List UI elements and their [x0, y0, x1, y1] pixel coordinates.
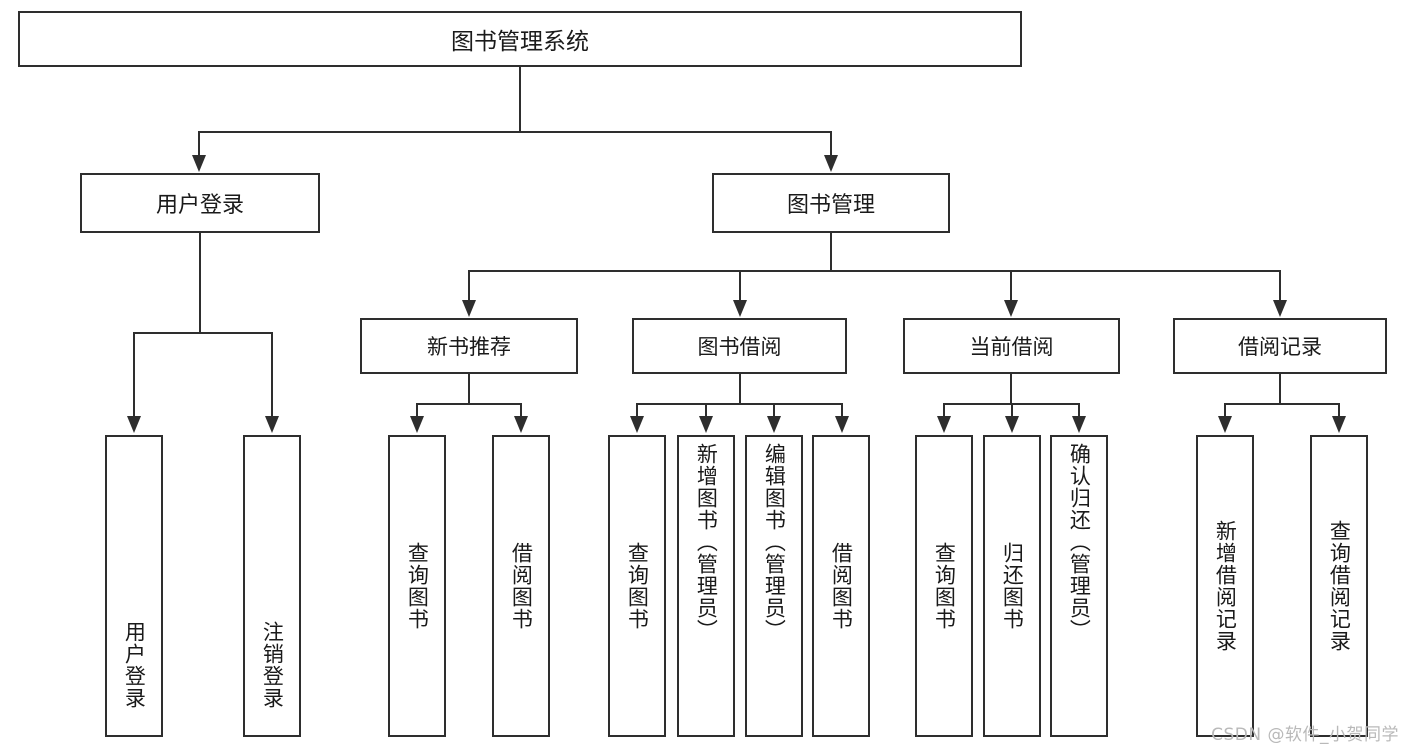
connector-root-to-user-login [198, 131, 200, 157]
connector-br-to-leaf-2 [1338, 403, 1340, 418]
connector-bb-to-leaf-2 [705, 403, 707, 418]
connector-borrow-books-stem [739, 374, 741, 404]
arrow-cb-to-leaf-3 [1072, 416, 1086, 433]
connector-book-management-stem [830, 233, 832, 271]
leaf-query-books-new[interactable]: 查询图书 [388, 435, 446, 737]
arrow-root-to-user-login [192, 155, 206, 172]
node-root-book-management-system[interactable]: 图书管理系统 [18, 11, 1022, 67]
node-label: 当前借阅 [969, 335, 1054, 359]
connector-user-login-stem [199, 233, 201, 333]
arrow-bb-to-leaf-3 [767, 416, 781, 433]
arrow-bb-to-leaf-4 [835, 416, 849, 433]
arrow-bb-to-leaf-2 [699, 416, 713, 433]
leaf-label: 查询图书 [932, 542, 957, 630]
node-label: 借阅记录 [1238, 335, 1322, 359]
leaf-add-book-admin[interactable]: 新增图书（管理员） [677, 435, 735, 737]
leaf-query-books-borrow[interactable]: 查询图书 [608, 435, 666, 737]
leaf-label: 编辑图书（管理员） [762, 443, 787, 641]
node-borrowing-records[interactable]: 借阅记录 [1173, 318, 1387, 374]
connector-user-login-to-leaf-2 [271, 332, 273, 418]
node-label: 图书管理 [786, 193, 875, 218]
arrow-user-login-to-leaf-2 [265, 416, 279, 433]
connector-book-management-bus [468, 270, 1280, 272]
connector-root-bus [198, 131, 831, 133]
leaf-user-login[interactable]: 用户登录 [105, 435, 163, 737]
leaf-label: 注销登录 [260, 621, 285, 709]
leaf-confirm-return-admin[interactable]: 确认归还（管理员） [1050, 435, 1108, 737]
node-label: 用户登录 [155, 193, 244, 218]
connector-borrow-books-bus [636, 403, 842, 405]
node-new-book-recommendation[interactable]: 新书推荐 [360, 318, 578, 374]
connector-root-to-book-management [830, 131, 832, 157]
connector-borrow-records-stem [1279, 374, 1281, 404]
arrow-bm-to-new-books [462, 300, 476, 317]
leaf-label: 查询借阅记录 [1327, 520, 1352, 652]
arrow-bm-to-current-borrow [1004, 300, 1018, 317]
leaf-label: 归还图书 [1000, 542, 1025, 630]
connector-new-books-stem [468, 374, 470, 404]
leaf-label: 新增借阅记录 [1213, 520, 1238, 652]
connector-bb-to-leaf-1 [636, 403, 638, 418]
connector-cb-to-leaf-2 [1011, 403, 1013, 418]
connector-new-books-to-leaf-1 [416, 403, 418, 418]
arrow-br-to-leaf-2 [1332, 416, 1346, 433]
connector-bb-to-leaf-4 [841, 403, 843, 418]
arrow-bb-to-leaf-1 [630, 416, 644, 433]
node-book-management[interactable]: 图书管理 [712, 173, 950, 233]
connector-borrow-records-bus [1224, 403, 1339, 405]
leaf-query-borrow-record[interactable]: 查询借阅记录 [1310, 435, 1368, 737]
leaf-borrow-books[interactable]: 借阅图书 [812, 435, 870, 737]
connector-cb-to-leaf-3 [1078, 403, 1080, 418]
connector-br-to-leaf-1 [1224, 403, 1226, 418]
connector-bm-to-borrow-books [739, 270, 741, 302]
connector-user-login-to-leaf-1 [133, 332, 135, 418]
arrow-br-to-leaf-1 [1218, 416, 1232, 433]
leaf-borrow-books-new[interactable]: 借阅图书 [492, 435, 550, 737]
connector-bb-to-leaf-3 [773, 403, 775, 418]
connector-new-books-to-leaf-2 [520, 403, 522, 418]
arrow-bm-to-borrow-records [1273, 300, 1287, 317]
connector-user-login-bus [133, 332, 272, 334]
connector-cb-to-leaf-1 [943, 403, 945, 418]
leaf-label: 借阅图书 [509, 542, 534, 630]
arrow-cb-to-leaf-1 [937, 416, 951, 433]
connector-bm-to-borrow-records [1279, 270, 1281, 302]
connector-current-borrow-stem [1010, 374, 1012, 404]
leaf-label: 新增图书（管理员） [694, 443, 719, 641]
connector-bm-to-current-borrow [1010, 270, 1012, 302]
leaf-label: 借阅图书 [829, 542, 854, 630]
leaf-return-books[interactable]: 归还图书 [983, 435, 1041, 737]
leaf-logout[interactable]: 注销登录 [243, 435, 301, 737]
connector-bm-to-new-books [468, 270, 470, 302]
node-current-borrowing[interactable]: 当前借阅 [903, 318, 1120, 374]
leaf-label: 用户登录 [122, 621, 147, 709]
arrow-root-to-book-management [824, 155, 838, 172]
leaf-edit-book-admin[interactable]: 编辑图书（管理员） [745, 435, 803, 737]
leaf-add-borrow-record[interactable]: 新增借阅记录 [1196, 435, 1254, 737]
leaf-label: 查询图书 [625, 542, 650, 630]
node-label: 图书管理系统 [451, 29, 589, 55]
leaf-query-books-current[interactable]: 查询图书 [915, 435, 973, 737]
arrow-user-login-to-leaf-1 [127, 416, 141, 433]
node-label: 图书借阅 [697, 335, 782, 359]
leaf-label: 确认归还（管理员） [1067, 443, 1092, 641]
leaf-label: 查询图书 [405, 542, 430, 630]
node-label: 新书推荐 [427, 335, 511, 359]
node-user-login[interactable]: 用户登录 [80, 173, 320, 233]
arrow-new-books-to-leaf-1 [410, 416, 424, 433]
arrow-new-books-to-leaf-2 [514, 416, 528, 433]
connector-new-books-bus [416, 403, 521, 405]
node-book-borrowing[interactable]: 图书借阅 [632, 318, 847, 374]
arrow-cb-to-leaf-2 [1005, 416, 1019, 433]
connector-root-stem [519, 67, 521, 132]
arrow-bm-to-borrow-books [733, 300, 747, 317]
